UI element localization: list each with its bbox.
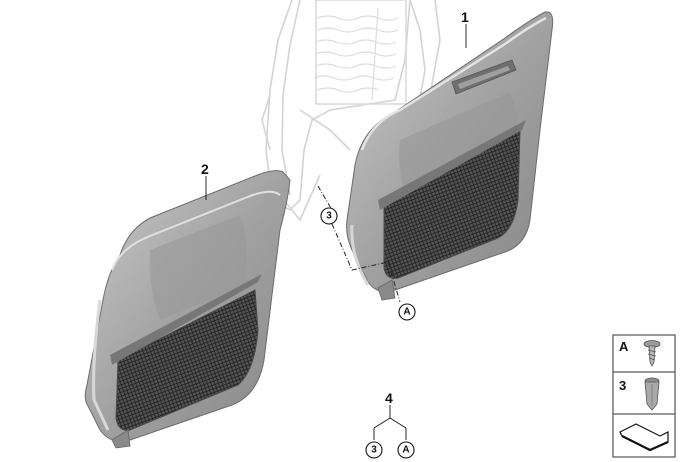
backrest-trim-panel-right (346, 11, 554, 301)
callout-circle-A-text: A (403, 307, 410, 318)
callout-circle-4-3-text: 3 (371, 445, 377, 456)
callout-circle-3: 3 (320, 207, 338, 225)
part-number-1: 1 (461, 9, 469, 25)
fastener-legend: A 3 (612, 334, 676, 458)
right-map-pocket-net (383, 129, 521, 279)
callout-circle-3-text: 3 (326, 211, 332, 222)
backrest-trim-panel-left (84, 170, 291, 449)
seat-frame-ghost (261, 0, 441, 222)
plastic-nut-icon (644, 377, 660, 411)
part-number-2: 2 (201, 161, 209, 177)
leader-line-4 (373, 405, 407, 440)
legend-label-3: 3 (619, 378, 626, 393)
part-number-4: 4 (385, 390, 393, 406)
callout-circle-A: A (398, 303, 416, 321)
legend-label-A: A (619, 339, 629, 354)
carpet-symbol-icon (619, 423, 669, 452)
callout-circle-4-A: A (397, 441, 415, 459)
screw-icon (643, 340, 661, 367)
fastener-connector-line (317, 185, 401, 303)
left-map-pocket-net (115, 289, 259, 431)
callout-circle-4-3: 3 (365, 441, 383, 459)
callout-circle-4-A-text: A (402, 445, 409, 456)
